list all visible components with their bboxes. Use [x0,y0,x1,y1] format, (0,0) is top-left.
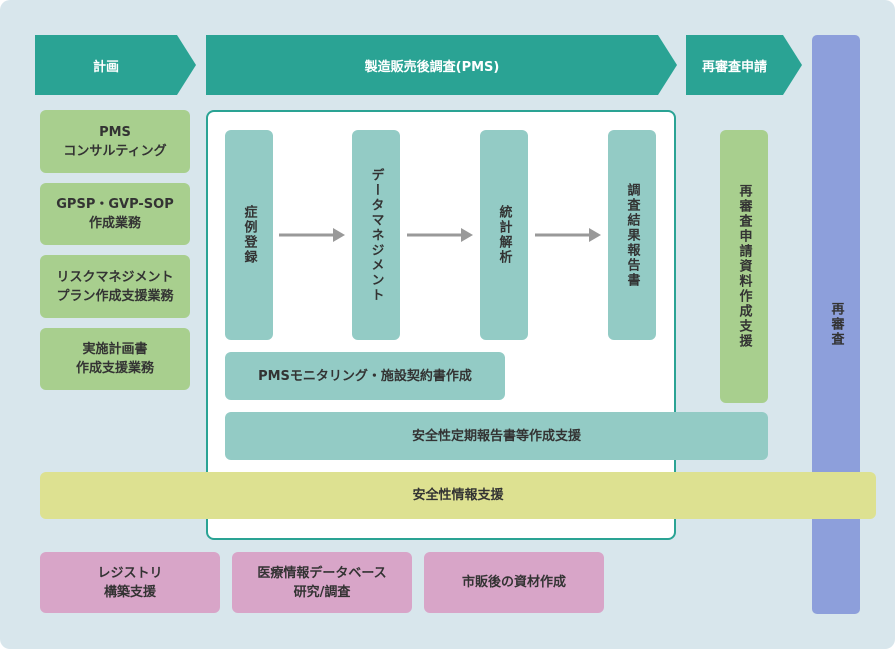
safety-info-label: 安全性情報支援 [412,488,504,503]
bottom-item-line: 医療情報データベース [257,565,387,581]
plan-item-line: 実施計画書 [82,342,148,357]
plan-item-pms-consulting: PMS コンサルティング [40,110,190,173]
bottom-item-line: 構築支援 [103,584,156,600]
plan-item-line: GPSP・GVP-SOP [56,197,174,212]
plan-header-label: 計画 [92,59,119,75]
pms-header-label: 製造販売後調査(PMS) [364,59,500,75]
pms-panel [206,110,676,540]
safety-report-label: 安全性定期報告書等作成支援 [411,428,581,444]
step-label: データマネジメント [368,167,384,303]
plan-item-protocol: 実施計画書 作成支援業務 [40,328,190,390]
plan-header: 計画 [35,35,177,95]
safety-info-box: 安全性情報支援 [40,472,876,519]
bottom-item-line: 研究/調査 [293,584,351,600]
plan-item-line: 作成業務 [88,216,141,231]
step-statistical-analysis: 統計解析 [480,130,528,340]
bottom-item-materials: 市販後の資材作成 [424,552,604,613]
step-label: 症例登録 [241,205,257,265]
safety-report-box: 安全性定期報告書等作成支援 [225,412,768,460]
reexam-doc-box: 再審査申請資料作成支援 [720,130,768,403]
plan-item-risk-management: リスクマネジメント プラン作成支援業務 [40,255,190,318]
plan-item-line: PMS [99,124,131,140]
reexam-apply-header: 再審査申請 [686,35,783,95]
reexam-column: 再審査 [812,35,860,614]
plan-item-line: プラン作成支援業務 [56,288,174,304]
plan-item-line: コンサルティング [63,143,167,159]
bottom-item-line: レジストリ [97,565,163,581]
reexam-apply-header-arrow [686,35,802,95]
pms-monitoring-box: PMSモニタリング・施設契約書作成 [225,352,505,400]
bottom-item-medical-database: 医療情報データベース 研究/調査 [232,552,412,613]
plan-item-gpsp-sop: GPSP・GVP-SOP 作成業務 [40,183,190,245]
plan-header-arrow [35,35,196,95]
reexam-label: 再審査 [828,302,844,347]
step-label: 調査結果報告書 [624,182,640,288]
bottom-item-registry: レジストリ 構築支援 [40,552,220,613]
step-label: 統計解析 [496,205,512,265]
bottom-item-line: 市販後の資材作成 [461,575,566,590]
reexam-apply-header-label: 再審査申請 [701,59,767,75]
step-case-registration: 症例登録 [225,130,273,340]
pms-header-arrow [206,35,677,95]
pms-monitoring-label: PMSモニタリング・施設契約書作成 [258,368,472,384]
pms-header: 製造販売後調査(PMS) [206,35,658,95]
reexam-doc-label: 再審査申請資料作成支援 [736,184,752,349]
plan-item-line: リスクマネジメント [56,269,174,285]
step-result-report: 調査結果報告書 [608,130,656,340]
step-data-management: データマネジメント [352,130,400,340]
plan-item-line: 作成支援業務 [75,361,154,376]
